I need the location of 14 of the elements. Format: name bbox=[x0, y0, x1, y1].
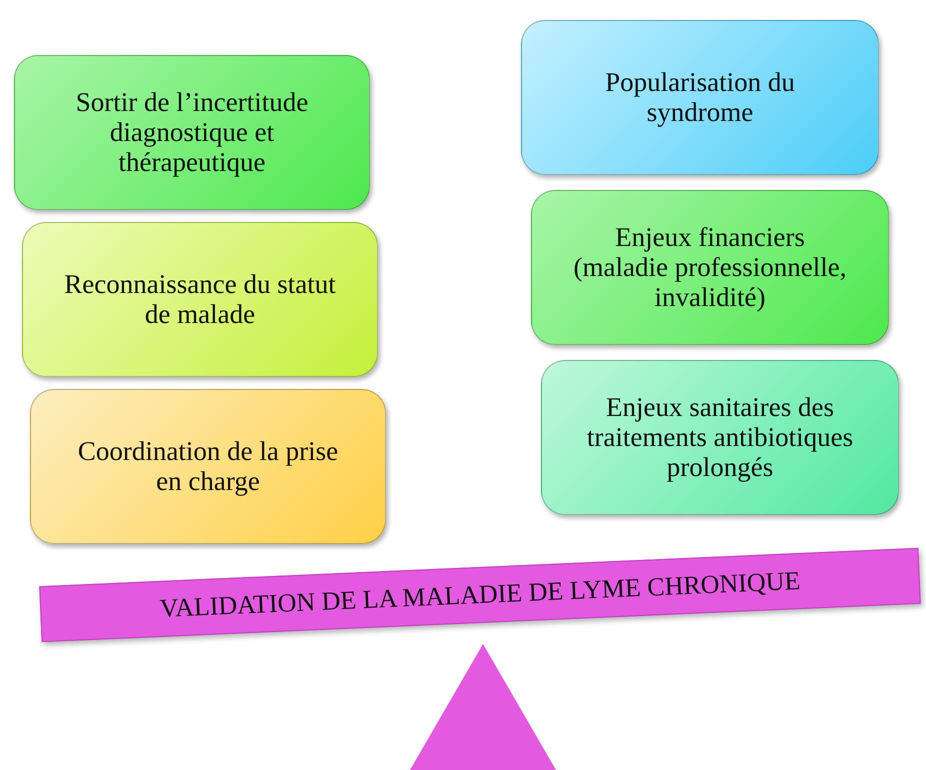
rounded-card bbox=[14, 54, 370, 210]
rounded-card bbox=[541, 360, 899, 514]
node-label: Reconnaissance du statut de malade bbox=[63, 268, 337, 330]
node-label: Coordination de la prise en charge bbox=[76, 436, 340, 496]
node-label: Enjeux financiers (maladie professionnelle, invalidité) bbox=[572, 222, 848, 312]
node-label: Enjeux sanitaires des traitements antibiotiques prolongés bbox=[586, 392, 854, 482]
rounded-card bbox=[22, 222, 378, 376]
node-label: Sortir de l’incertitude diagnostique et thérapeutique bbox=[74, 86, 310, 178]
rounded-card bbox=[521, 20, 879, 174]
rounded-card bbox=[531, 190, 889, 344]
node-label: VALIDATION DE LA MALADIE DE LYME CHRONIQUE bbox=[159, 566, 801, 624]
node-label: Popularisation du syndrome bbox=[604, 66, 796, 128]
rounded-card bbox=[30, 388, 386, 544]
fulcrum-triangle bbox=[410, 644, 556, 770]
